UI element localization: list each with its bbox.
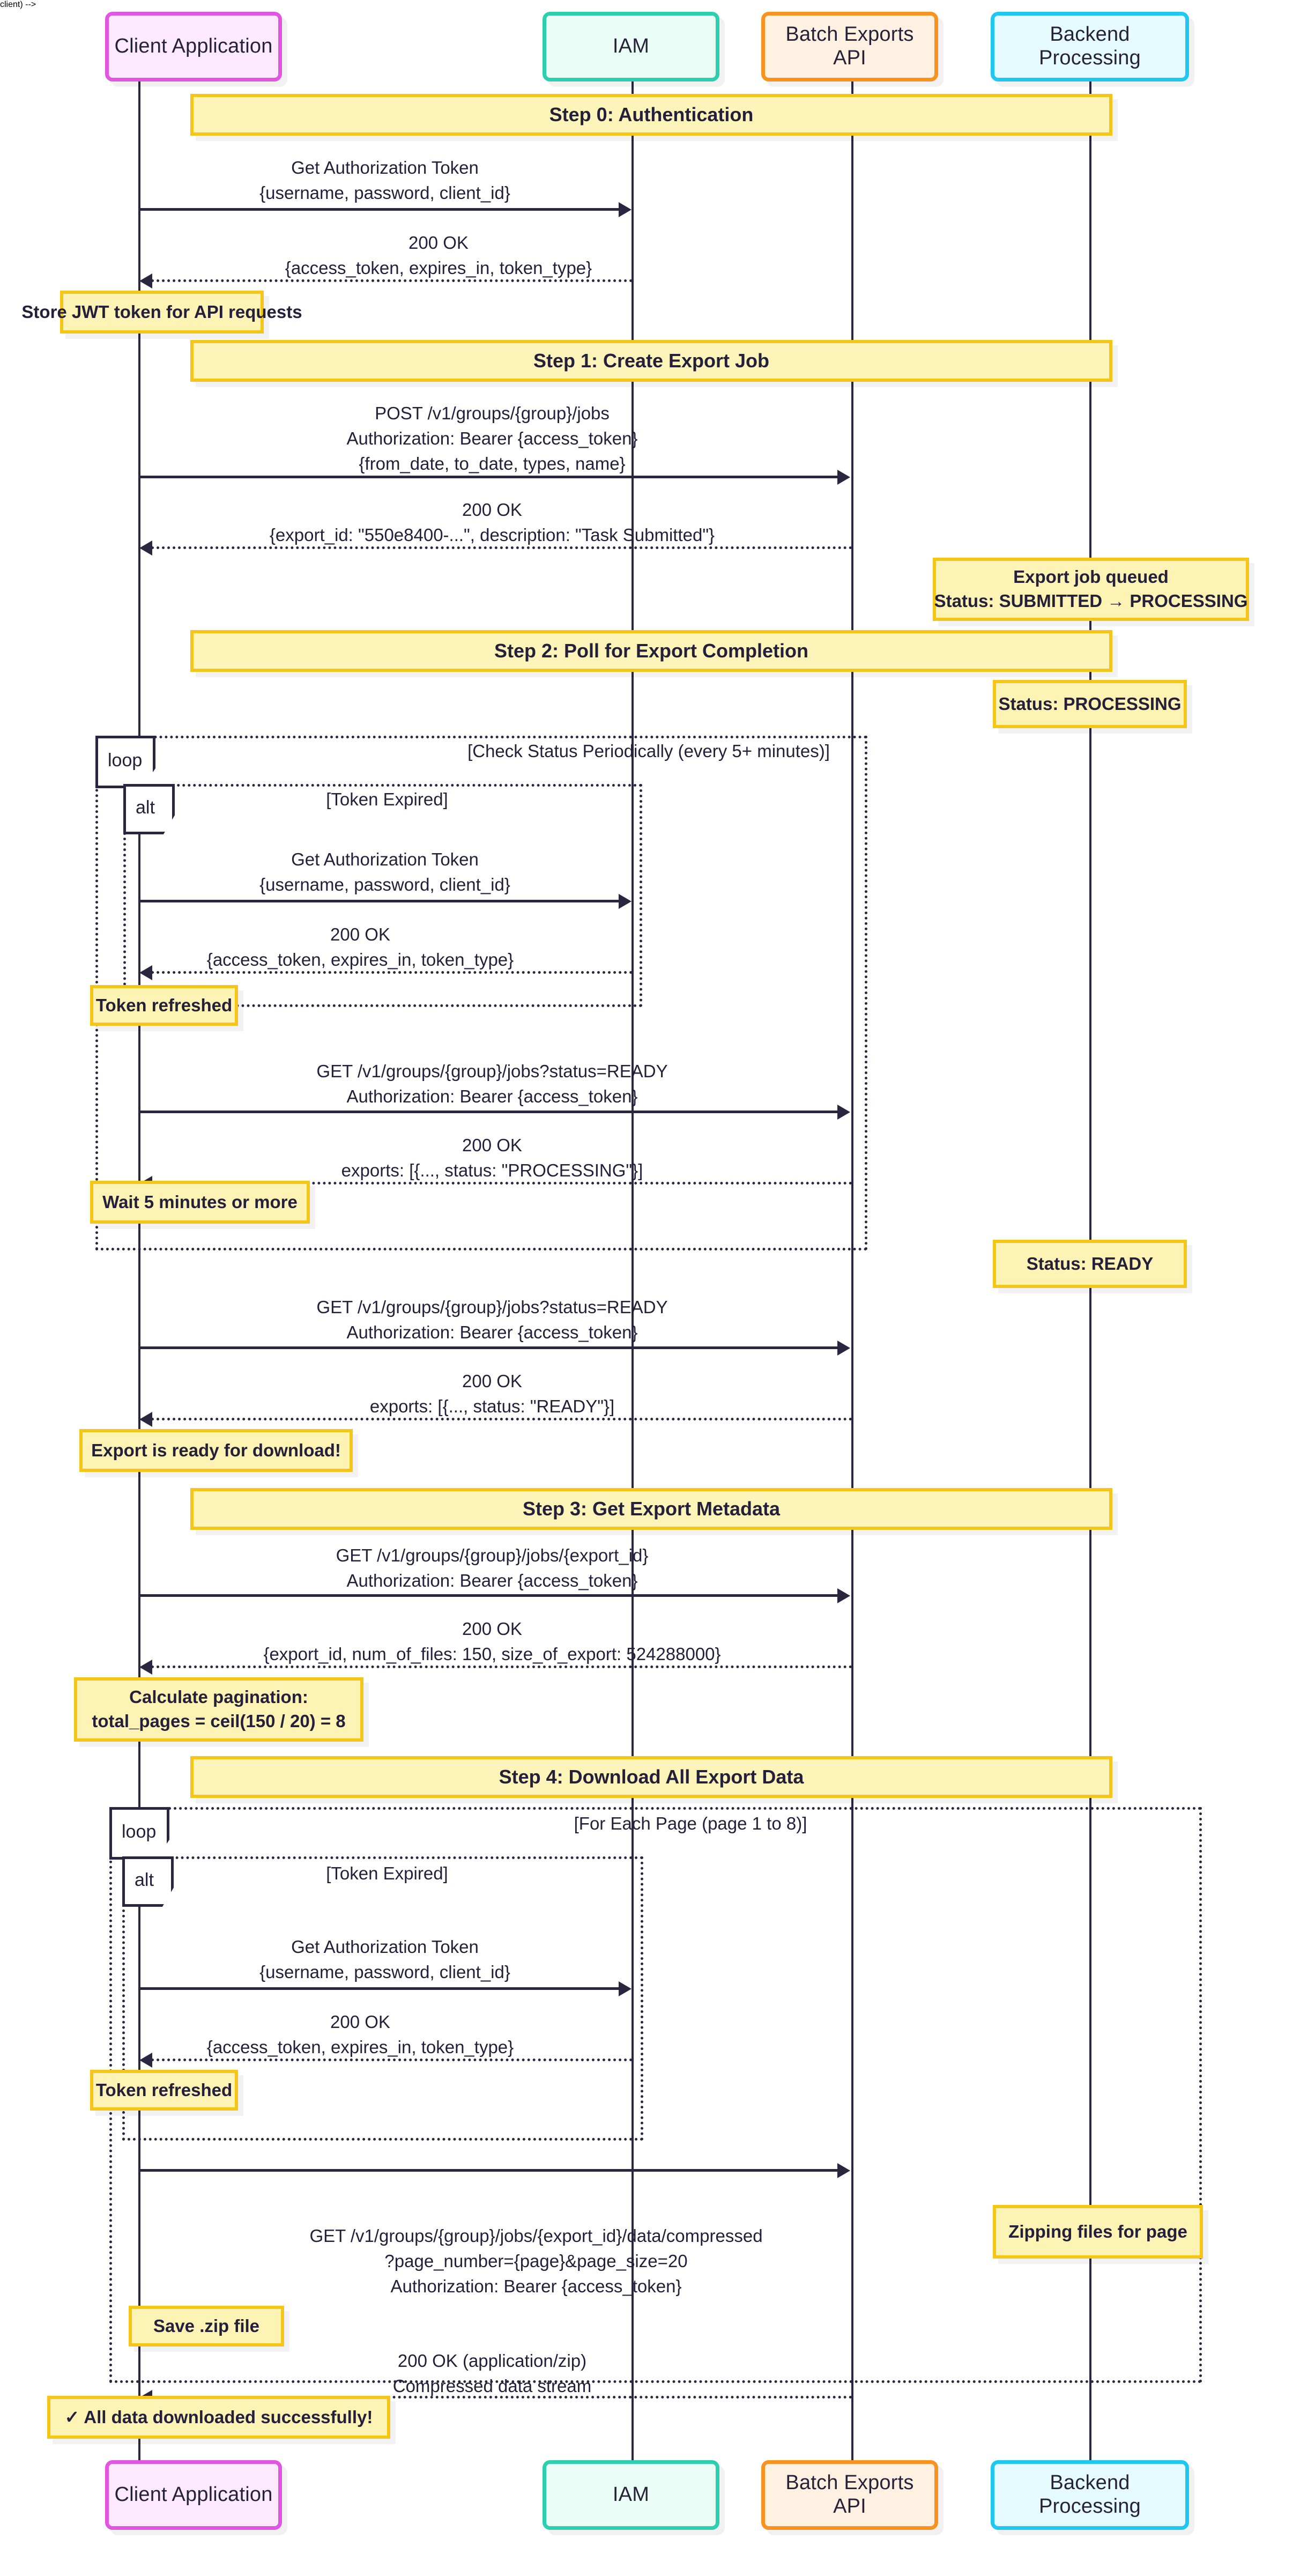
step-bar-step1: Step 1: Create Export Job: [190, 340, 1112, 382]
message-poll-response-ready: 200 OK exports: [{..., status: "READY"}]: [369, 1371, 615, 1416]
note-token-refreshed-1: Token refreshed: [90, 985, 238, 1026]
arrow-poll-request-2: [139, 1346, 842, 1349]
fragment-condition-alt-1: [Token Expired]: [326, 789, 448, 809]
fragment-condition-alt-2: [Token Expired]: [326, 1863, 448, 1883]
message-metadata-request: GET /v1/groups/{group}/jobs/{export_id} …: [336, 1545, 649, 1590]
arrow-metadata-request: [139, 1594, 842, 1597]
arrow-head-create-job-request: [837, 470, 850, 485]
note-export-queued: Export job queued Status: SUBMITTED → PR…: [933, 558, 1249, 621]
step-bar-step3: Step 3: Get Export Metadata: [190, 1488, 1112, 1530]
arrow-create-job-request: [139, 476, 842, 478]
arrow-head-metadata-response: [139, 1660, 152, 1675]
arrow-download-response: [151, 2396, 852, 2399]
arrow-poll-response-processing: [151, 1182, 852, 1185]
participant-label: Client Application: [114, 2483, 273, 2506]
arrow-auth-response-refresh-2: [151, 2059, 633, 2061]
fragment-alt-token-expired-1: [123, 784, 642, 1007]
arrow-head-auth-request-refresh-2: [619, 1981, 632, 1996]
message-metadata-response: 200 OK {export_id, num_of_files: 150, si…: [263, 1619, 721, 1664]
participant-client-top[interactable]: Client Application: [105, 12, 282, 82]
note-save-zip: Save .zip file: [129, 2306, 284, 2346]
participant-label: Batch Exports API: [785, 23, 914, 69]
arrow-head-auth-request: [619, 202, 632, 217]
message-auth-response-refresh-2: 200 OK {access_token, expires_in, token_…: [206, 2012, 514, 2057]
participant-label: Client Application: [114, 35, 273, 58]
message-auth-request-refresh-1: Get Authorization Token {username, passw…: [259, 849, 510, 894]
arrow-auth-request-refresh-2: [139, 1987, 622, 1990]
message-download-response: 200 OK (application/zip) Compressed data…: [392, 2351, 592, 2396]
message-auth-response-refresh-1: 200 OK {access_token, expires_in, token_…: [206, 924, 514, 969]
arrow-head-create-job-response: [139, 541, 152, 556]
note-status-processing: Status: PROCESSING: [993, 680, 1187, 728]
fragment-condition-loop-poll: [Check Status Periodically (every 5+ min…: [467, 741, 830, 761]
participant-label: IAM: [612, 2483, 650, 2506]
note-token-refreshed-2: Token refreshed: [90, 2070, 238, 2111]
lifeline-api: [851, 80, 853, 2461]
message-auth-request: Get Authorization Token {username, passw…: [259, 158, 510, 203]
message-auth-request-refresh-2: Get Authorization Token {username, passw…: [259, 1937, 510, 1982]
step-label: Step 4: Download All Export Data: [499, 1766, 804, 1788]
participant-label: Backend Processing: [1039, 2471, 1141, 2518]
note-store-jwt: Store JWT token for API requests: [21, 291, 302, 334]
arrow-poll-response-ready: [151, 1418, 852, 1420]
arrow-auth-response-refresh-1: [151, 971, 633, 974]
lifeline-iam: [632, 80, 634, 2461]
lifeline-client: [138, 80, 140, 2461]
step-label: Step 0: Authentication: [549, 103, 754, 125]
participant-label: Backend Processing: [1039, 23, 1141, 69]
arrow-auth-request-refresh-1: [139, 900, 622, 902]
participant-iam-top[interactable]: IAM: [543, 12, 719, 82]
arrow-head-auth-response-refresh-2: [139, 2053, 152, 2068]
fragment-tag-loop-poll: loop: [95, 736, 155, 788]
arrow-head-download-request: [837, 2163, 850, 2178]
arrow-head-auth-response-refresh-1: [139, 965, 152, 980]
step-bar-step4: Step 4: Download All Export Data: [190, 1756, 1112, 1798]
step-bar-step2: Step 2: Poll for Export Completion: [190, 630, 1112, 672]
message-poll-request-1: GET /v1/groups/{group}/jobs?status=READY…: [316, 1061, 668, 1106]
arrow-poll-request-1: [139, 1111, 842, 1113]
arrow-auth-response: [151, 279, 633, 282]
note-wait-five-minutes: Wait 5 minutes or more: [90, 1181, 310, 1224]
step-label: Step 1: Create Export Job: [533, 350, 770, 372]
note-zipping-files: Zipping files for page: [993, 2205, 1203, 2259]
participant-label: IAM: [612, 35, 650, 58]
arrow-head-metadata-request: [837, 1588, 850, 1603]
arrow-head-poll-request-1: [837, 1105, 850, 1120]
step-label: Step 2: Poll for Export Completion: [494, 640, 809, 662]
participant-backend-top[interactable]: Backend Processing: [991, 12, 1189, 82]
note-status-ready: Status: READY: [993, 1240, 1187, 1288]
note-calculate-pagination: Calculate pagination: total_pages = ceil…: [74, 1677, 363, 1742]
participant-client-bottom[interactable]: Client Application: [105, 2460, 282, 2530]
fragment-tag-loop-pages: loop: [109, 1807, 169, 1860]
arrow-create-job-response: [151, 546, 852, 549]
participant-api-bottom[interactable]: Batch Exports API: [761, 2460, 938, 2530]
arrow-head-auth-request-refresh-1: [619, 894, 632, 909]
participant-iam-bottom[interactable]: IAM: [543, 2460, 719, 2530]
fragment-tag-alt-2: alt: [122, 1856, 174, 1907]
participant-api-top[interactable]: Batch Exports API: [761, 12, 938, 82]
message-poll-request-2: GET /v1/groups/{group}/jobs?status=READY…: [316, 1297, 668, 1342]
message-auth-response: 200 OK {access_token, expires_in, token_…: [285, 233, 592, 278]
arrow-head-poll-request-2: [837, 1341, 850, 1356]
participant-backend-bottom[interactable]: Backend Processing: [991, 2460, 1189, 2530]
note-all-downloaded: ✓ All data downloaded successfully!: [47, 2396, 390, 2439]
arrow-download-request: [139, 2169, 842, 2172]
arrow-head-poll-response-ready: [139, 1412, 152, 1427]
fragment-condition-loop-pages: [For Each Page (page 1 to 8)]: [574, 1813, 807, 1833]
arrow-metadata-response: [151, 1665, 852, 1668]
message-poll-response-processing: 200 OK exports: [{..., status: "PROCESSI…: [341, 1135, 643, 1180]
message-create-job-response: 200 OK {export_id: "550e8400-...", descr…: [269, 500, 715, 545]
fragment-alt-token-expired-2: [122, 1856, 643, 2141]
step-label: Step 3: Get Export Metadata: [522, 1498, 781, 1520]
arrow-head-auth-response: [139, 273, 152, 288]
note-export-ready: Export is ready for download!: [79, 1429, 353, 1472]
message-create-job-request: POST /v1/groups/{group}/jobs Authorizati…: [346, 403, 638, 473]
step-bar-step0: Step 0: Authentication: [190, 94, 1112, 136]
message-download-request: GET /v1/groups/{group}/jobs/{export_id}/…: [309, 2226, 763, 2296]
fragment-tag-alt-1: alt: [123, 784, 175, 834]
participant-label: Batch Exports API: [785, 2471, 914, 2518]
arrow-auth-request: [139, 208, 622, 211]
